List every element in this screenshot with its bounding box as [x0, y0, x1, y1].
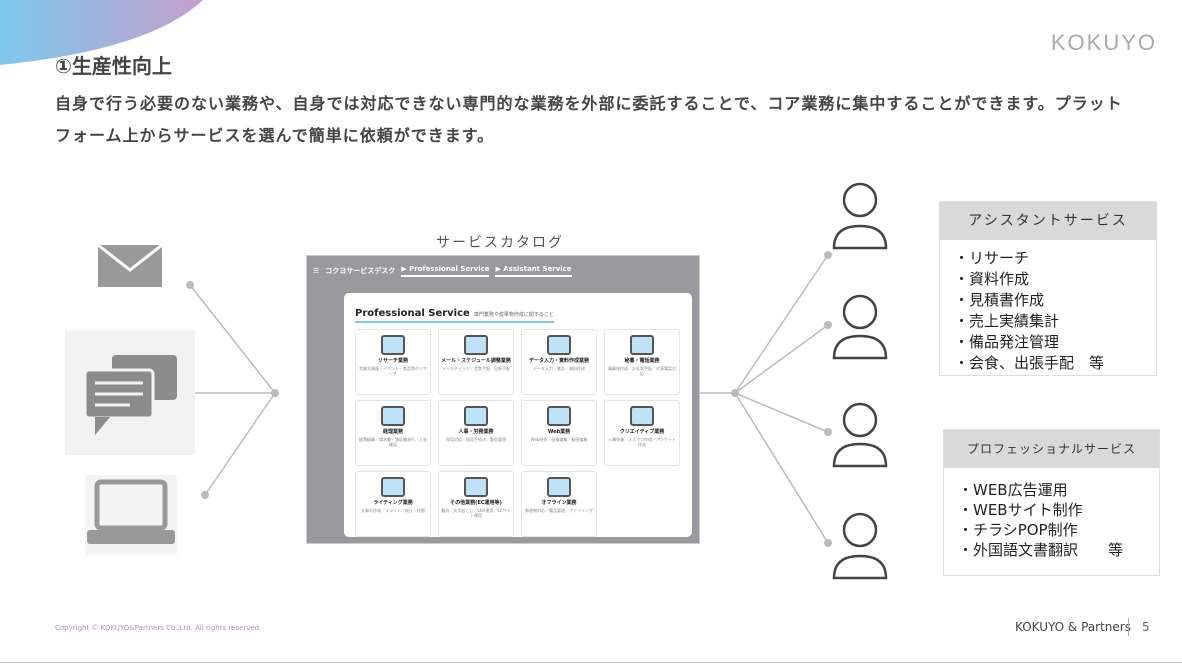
- tile-name: オフライン業務: [541, 500, 577, 506]
- menu-icon: ☰: [313, 267, 320, 275]
- assistant-service-box: アシスタントサービス ・リサーチ ・資料作成 ・見積書作成 ・売上実績集計 ・備…: [939, 201, 1157, 376]
- service-icon: [381, 406, 405, 426]
- list-item: ・WEBサイト制作: [958, 501, 1083, 519]
- catalog-header: ☰ コクヨサービスデスク ▶ Professional Service ▶ As…: [307, 256, 699, 286]
- lead-text: 自身で行う必要のない業務や、自身では対応できない専門的な業務を外部に委託すること…: [55, 94, 1123, 145]
- list-item: ・見積書作成: [954, 291, 1045, 309]
- copyright: Copyright © KOKUYO&Partners Co.,Ltd. All…: [55, 624, 262, 632]
- professional-list: ・WEB広告運用 ・WEBサイト制作 ・チラシPOP制作 ・外国語文書翻訳 等: [944, 468, 1159, 564]
- tile-desc: 文章の作成／リライト／校正・校閲: [361, 508, 425, 513]
- catalog-label: サービスカタログ: [436, 235, 564, 251]
- person-icon: [832, 402, 888, 468]
- professional-service-box: プロフェッショナルサービス ・WEB広告運用 ・WEBサイト制作 ・チラシPOP…: [943, 429, 1160, 576]
- kokuyo-logo: KOKUYO: [1050, 30, 1157, 55]
- service-icon: [630, 406, 654, 426]
- service-tile[interactable]: Web業務 Web制作／画像編集／動画編集: [521, 400, 597, 466]
- service-icon: [630, 335, 654, 355]
- app-name: コクヨサービスデスク: [325, 267, 396, 275]
- list-item: ・リサーチ: [954, 249, 1030, 267]
- service-tile[interactable]: データ入力・資料作成業務データ入力・集計／資料作成: [521, 329, 597, 395]
- tile-name: その他業務(EC運用等): [450, 500, 502, 506]
- list-item: ・備品発注管理: [954, 333, 1060, 351]
- chat-bubbles-icon: [83, 355, 177, 435]
- professional-header: プロフェッショナルサービス: [944, 430, 1159, 468]
- tile-desc: 営業先情報・イベント・商品等のリサーチ: [359, 366, 427, 376]
- service-tile[interactable]: ライティング業務文章の作成／リライト／校正・校閲: [355, 471, 431, 537]
- tile-name: データ入力・資料作成業務: [528, 358, 589, 364]
- person-icon: [832, 182, 888, 250]
- list-item: ・WEB広告運用: [958, 481, 1068, 499]
- service-icon: [464, 335, 488, 355]
- tile-desc: Web制作／画像編集／動画編集: [530, 437, 588, 442]
- list-item: ・会食、出張手配 等: [954, 354, 1105, 372]
- tile-desc: メールチェック／会食手配／出張手配: [442, 366, 510, 371]
- list-item: ・売上実績集計: [954, 312, 1060, 330]
- tile-desc: 経費精算／請求書・領収書発行／入金確認: [359, 437, 427, 447]
- tile-name: 経理業務: [382, 429, 403, 435]
- tile-desc: 翻訳／文字起こし／SNS運用／ECサイト運用: [441, 508, 511, 518]
- envelope-icon: [97, 243, 163, 287]
- tab-professional[interactable]: ▶ Professional Service: [401, 265, 490, 277]
- footer-divider: [1128, 618, 1129, 636]
- service-icon: [547, 477, 571, 497]
- footer-brand: KOKUYO & Partners: [1015, 620, 1131, 634]
- service-tile[interactable]: 秘書・電話業務議事録作成／お礼状手配／代表電話対応: [604, 329, 680, 395]
- page-number: 5: [1142, 620, 1150, 634]
- list-item: ・外国語文書翻訳 等: [958, 541, 1124, 559]
- service-icon: [547, 335, 571, 355]
- tile-name: クリエイティブ業務: [619, 429, 665, 435]
- laptop-icon: [87, 479, 175, 544]
- service-tile[interactable]: リサーチ業務営業先情報・イベント・商品等のリサーチ: [355, 329, 431, 395]
- tile-name: Web業務: [547, 429, 571, 435]
- decorative-arc: [0, 0, 203, 65]
- tile-name: メール・スケジュール調整業務: [441, 358, 511, 364]
- tile-desc: 採用対応／採用手続き／勤怠管理: [446, 437, 506, 442]
- service-tile[interactable]: その他業務(EC運用等) 翻訳／文字起こし／SNS運用／ECサイト運用: [438, 471, 514, 537]
- tab-assistant[interactable]: ▶ Assistant Service: [495, 265, 572, 277]
- assistant-header: アシスタントサービス: [940, 202, 1156, 240]
- service-icon: [547, 406, 571, 426]
- tile-name: リサーチ業務: [377, 358, 408, 364]
- tile-name: 人事・労務業務: [458, 429, 494, 435]
- list-item: ・資料作成: [954, 270, 1030, 288]
- tile-desc: データ入力・集計／資料作成: [533, 366, 585, 371]
- tile-name: 秘書・電話業務: [624, 358, 660, 364]
- service-tile[interactable]: クリエイティブ業務入稿作業／メルマガ作成／アンケート作成: [604, 400, 680, 466]
- slide-title: ①生産性向上: [55, 54, 172, 78]
- service-catalog-screenshot: ☰ コクヨサービスデスク ▶ Professional Service ▶ As…: [306, 255, 700, 544]
- tile-desc: 郵便物対応／備品管理／ファイリング: [525, 508, 593, 513]
- service-icon: [381, 335, 405, 355]
- list-item: ・チラシPOP制作: [958, 521, 1078, 539]
- service-tile[interactable]: 人事・労務業務採用対応／採用手続き／勤怠管理: [438, 400, 514, 466]
- tile-desc: 入稿作業／メルマガ作成／アンケート作成: [608, 437, 676, 447]
- service-icon: [464, 477, 488, 497]
- person-icon: [832, 294, 888, 360]
- tile-desc: 議事録作成／お礼状手配／代表電話対応: [608, 366, 676, 376]
- service-tile[interactable]: 経理業務経費精算／請求書・領収書発行／入金確認: [355, 400, 431, 466]
- service-tile[interactable]: オフライン業務郵便物対応／備品管理／ファイリング: [521, 471, 597, 537]
- service-icon: [381, 477, 405, 497]
- bottom-rule: [0, 662, 1182, 663]
- assistant-list: ・リサーチ ・資料作成 ・見積書作成 ・売上実績集計 ・備品発注管理 ・会食、出…: [940, 240, 1156, 378]
- service-icon: [464, 406, 488, 426]
- person-icon: [832, 512, 888, 580]
- tile-name: ライティング業務: [373, 500, 413, 506]
- tile-grid: リサーチ業務営業先情報・イベント・商品等のリサーチメール・スケジュール調整業務メ…: [355, 329, 681, 537]
- service-tile[interactable]: メール・スケジュール調整業務メールチェック／会食手配／出張手配: [438, 329, 514, 395]
